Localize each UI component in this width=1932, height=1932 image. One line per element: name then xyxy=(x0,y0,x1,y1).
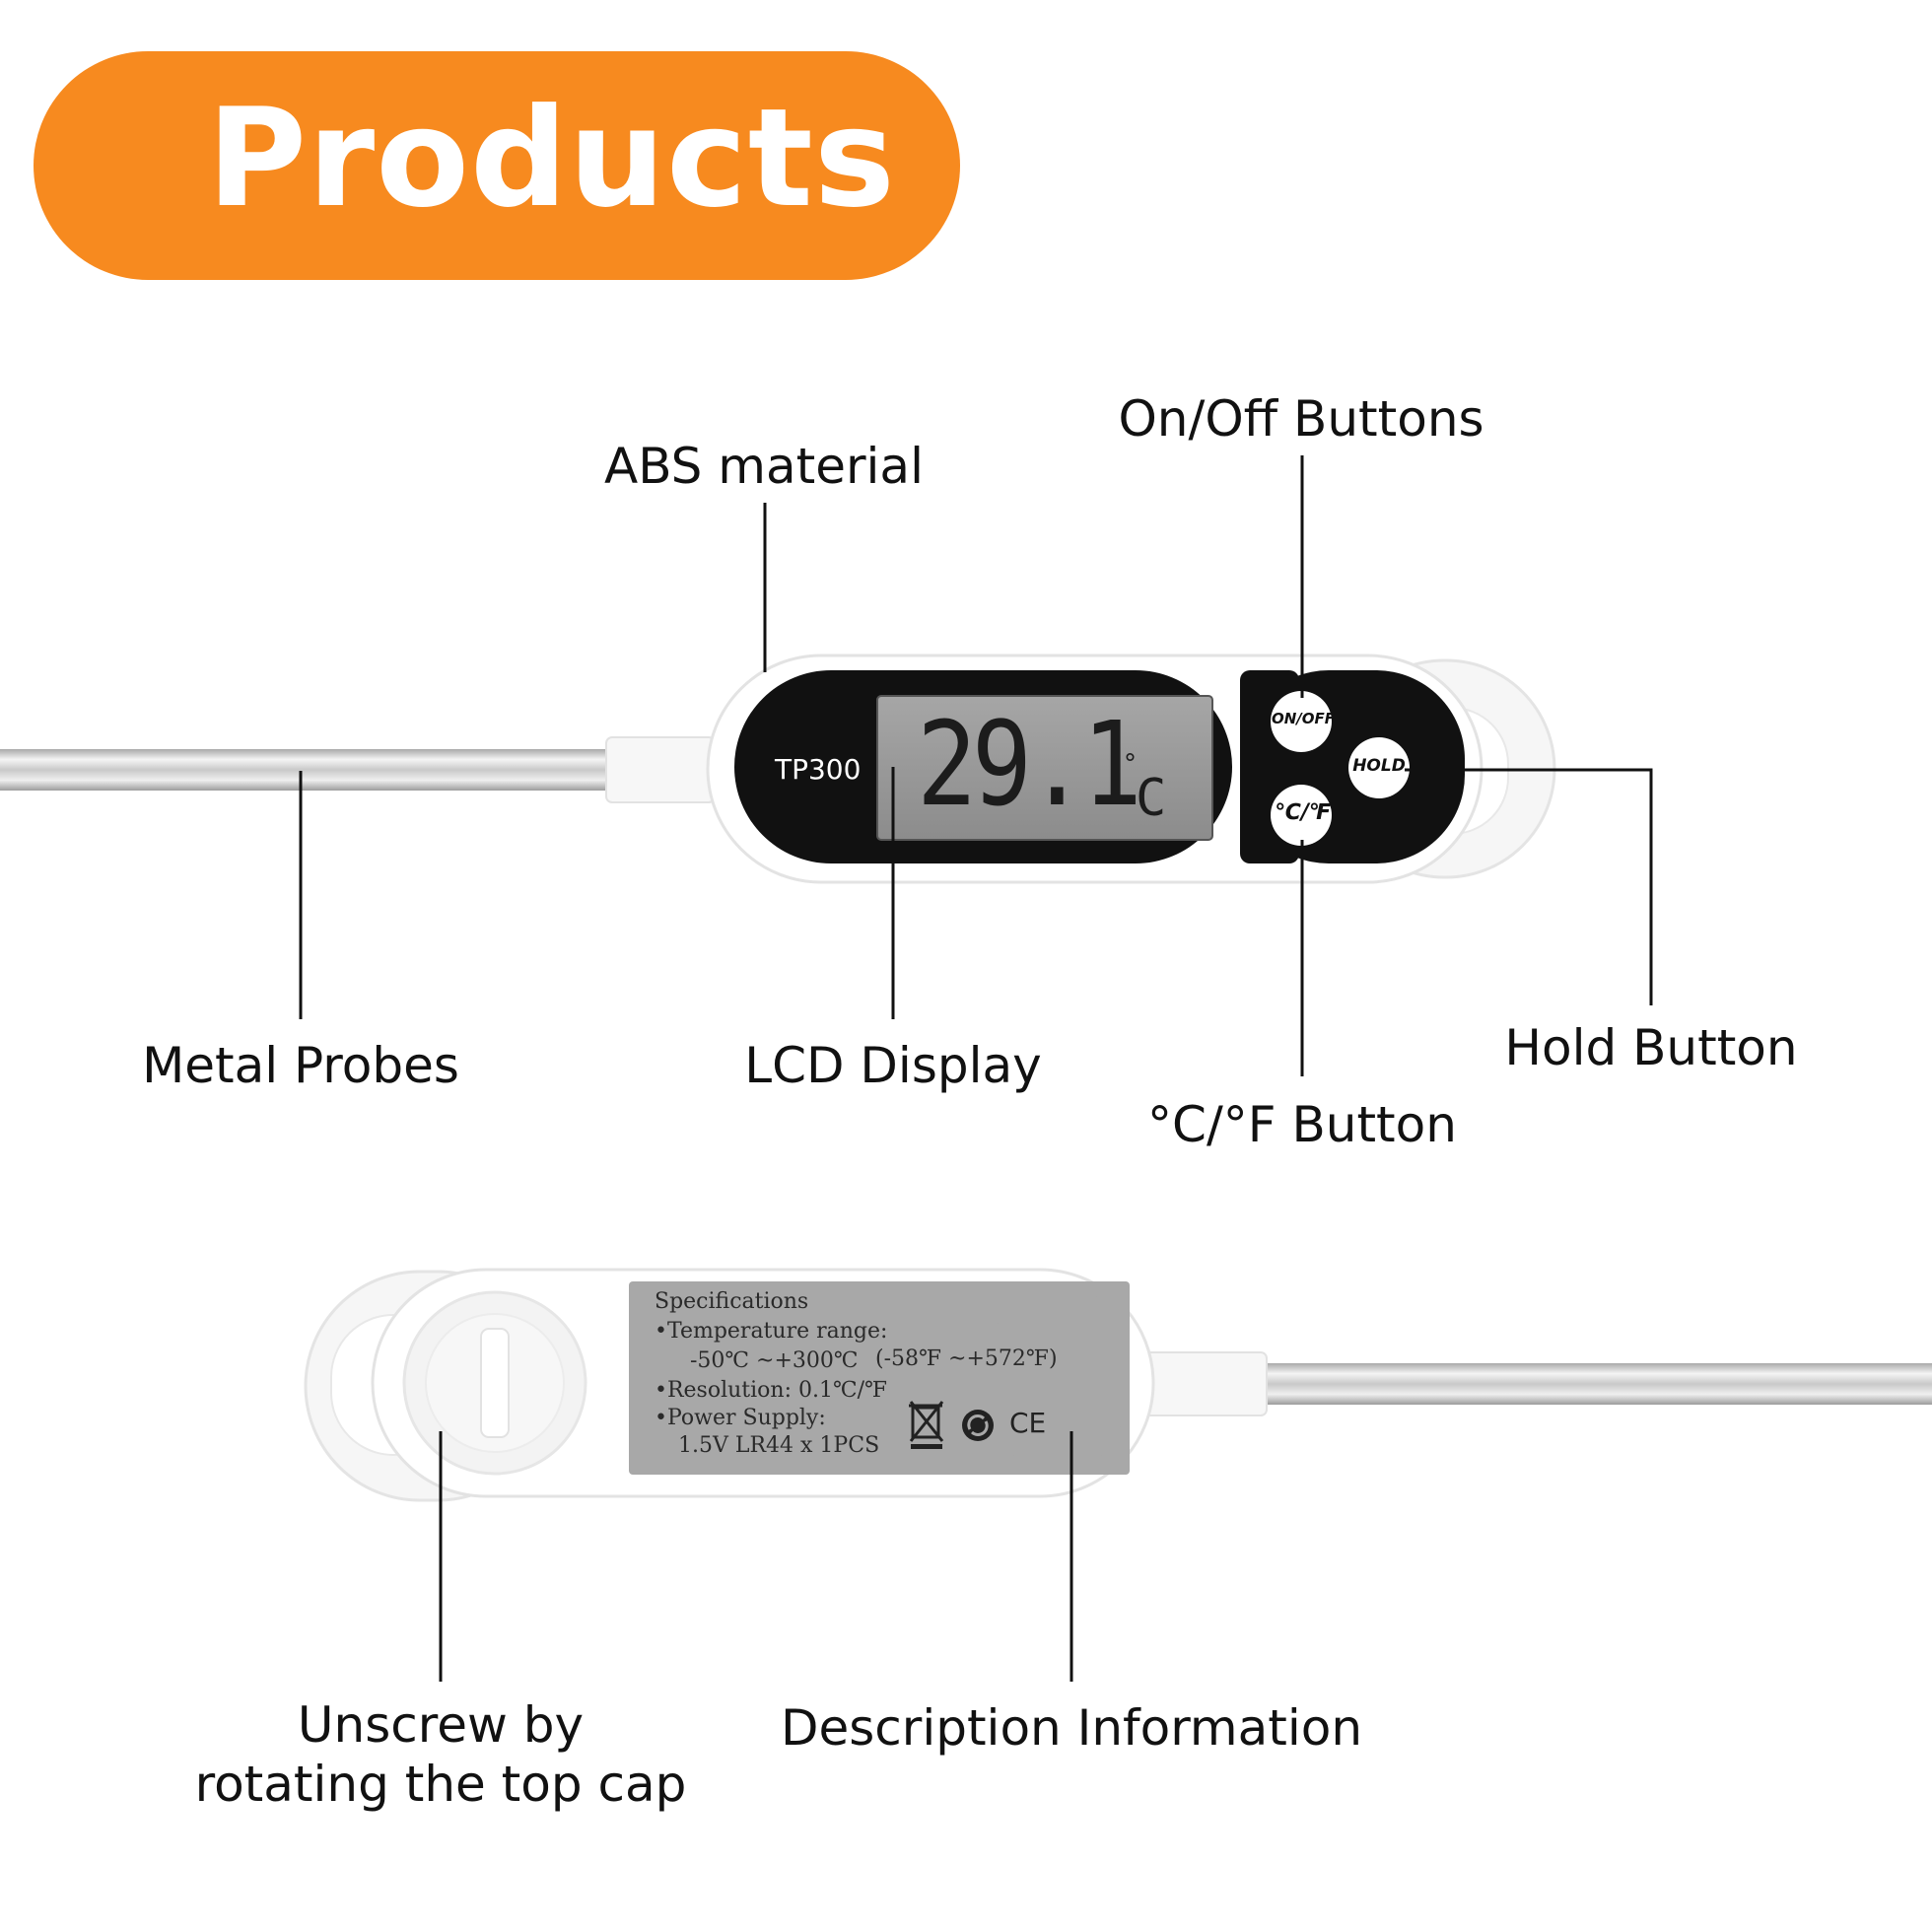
probe-collar-front xyxy=(605,736,716,803)
spec-power-value: 1.5V LR44 x 1PCS xyxy=(678,1433,880,1458)
label-unscrew-cap: Unscrew by rotating the top cap xyxy=(194,1696,687,1813)
recycle-icon xyxy=(962,1410,994,1441)
probe-collar-back xyxy=(1142,1351,1268,1416)
metal-probe-back xyxy=(1252,1363,1932,1405)
products-banner xyxy=(34,51,960,280)
leader-hold xyxy=(1405,768,1653,1005)
label-hold-button: Hold Button xyxy=(1504,1019,1798,1076)
spec-title: Specifications xyxy=(655,1289,809,1314)
cf-button[interactable]: ℃/℉ xyxy=(1275,800,1330,825)
spec-temp-label: •Temperature range: xyxy=(655,1319,888,1344)
lcd-screen xyxy=(876,695,1213,841)
ce-mark: CE xyxy=(1009,1407,1047,1439)
label-cf-button: °C/°F Button xyxy=(1147,1096,1457,1153)
lcd-unit-letter: C xyxy=(1136,769,1167,828)
back-thermometer xyxy=(304,1268,1932,1502)
lcd-reading: 29.1 xyxy=(917,696,1142,832)
spec-temp-fahrenheit: (-58℉ ~+572℉) xyxy=(875,1346,1058,1371)
front-thermometer xyxy=(0,654,1556,884)
model-label: TP300 xyxy=(775,753,862,786)
label-on-off-buttons: On/Off Buttons xyxy=(1118,390,1484,448)
spec-temp-celsius: -50℃ ~+300℃ xyxy=(690,1348,859,1373)
label-lcd-display: LCD Display xyxy=(744,1037,1042,1094)
battery-cap-slot xyxy=(480,1328,510,1438)
spec-power-label: •Power Supply: xyxy=(655,1406,826,1430)
label-metal-probes: Metal Probes xyxy=(142,1037,459,1094)
label-abs-material: ABS material xyxy=(604,438,924,495)
on-off-button[interactable]: ON/OFF xyxy=(1272,710,1336,727)
hold-button-shape xyxy=(1348,737,1410,798)
weee-bin-icon xyxy=(909,1401,944,1449)
on-off-button-shape xyxy=(1271,691,1332,752)
spec-resolution: •Resolution: 0.1℃/℉ xyxy=(655,1378,888,1403)
lcd-degree-symbol: ° xyxy=(1124,749,1137,779)
metal-probe-front xyxy=(0,749,616,791)
hold-button[interactable]: HOLD xyxy=(1352,756,1406,776)
cf-button-shape xyxy=(1271,785,1332,846)
label-description-info: Description Information xyxy=(780,1699,1363,1757)
banner-title: Products xyxy=(207,79,896,238)
